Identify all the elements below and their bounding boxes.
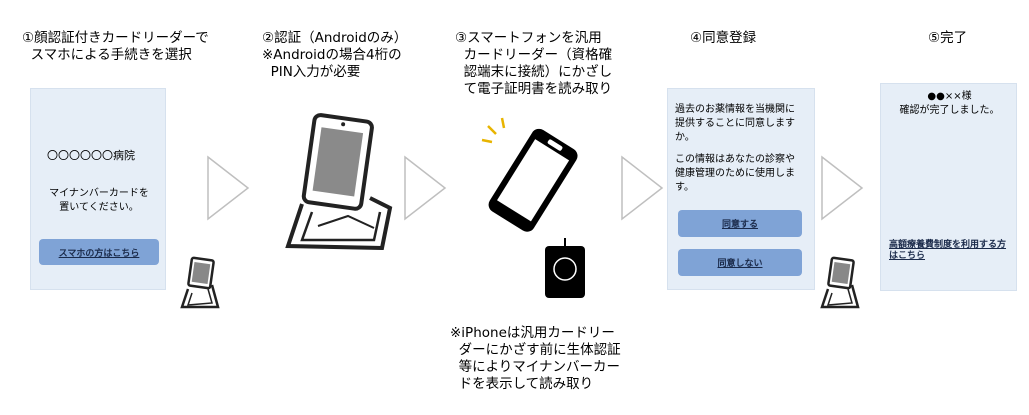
hospital-name: 〇〇〇〇〇〇病院 bbox=[47, 149, 135, 162]
high-cost-medical-link[interactable]: 高額療養費制度を利用する方 はこちら bbox=[889, 240, 1007, 261]
card-reader-small-icon bbox=[180, 256, 220, 309]
completion-screen: ●●××様 確認が完了しました。 高額療養費制度を利用する方 はこちら bbox=[880, 83, 1017, 291]
flow-arrow bbox=[821, 155, 864, 221]
flow-arrow bbox=[621, 155, 664, 221]
flow-arrow bbox=[404, 155, 447, 221]
step-1-label: ①顔認証付きカードリーダーで スマホによる手続きを選択 bbox=[22, 30, 209, 63]
disagree-button[interactable]: 同意しない bbox=[678, 249, 802, 276]
step-2-label: ②認証（Androidのみ） ※Androidの場合4桁の PIN入力が必要 bbox=[262, 30, 408, 80]
completion-message: 確認が完了しました。 bbox=[899, 105, 1000, 116]
step-5-label: ⑤完了 bbox=[928, 30, 968, 46]
card-reader-small-icon bbox=[820, 256, 860, 309]
agree-button[interactable]: 同意する bbox=[678, 210, 802, 237]
generic-card-reader-icon bbox=[545, 238, 585, 298]
step-3-label: ③スマートフォンを汎用 カードリーダー（資格確 認端末に接続）にかざし て電子証… bbox=[455, 30, 613, 97]
consent-question: 過去のお薬情報を当機関に 提供することに同意します か。 bbox=[675, 104, 795, 143]
consent-screen: 過去のお薬情報を当機関に 提供することに同意します か。 この情報はあなたの診察… bbox=[667, 88, 815, 290]
step-4-label: ④同意登録 bbox=[690, 30, 757, 46]
reader-screen-select: 〇〇〇〇〇〇病院 マイナンバーカードを 置いてください。 スマホの方はこちら bbox=[30, 88, 166, 290]
consent-usage-note: この情報はあなたの診察や 健康管理のために使用しま す。 bbox=[675, 154, 795, 193]
card-reader-large-icon bbox=[285, 113, 393, 251]
iphone-note: ※iPhoneは汎用カードリー ダーにかざす前に生体認証 等によりマイナンバーカ… bbox=[450, 325, 621, 392]
patient-name: ●●××様 bbox=[927, 91, 972, 102]
place-card-instruction: マイナンバーカードを 置いてください。 bbox=[49, 188, 149, 213]
smartphone-option-button[interactable]: スマホの方はこちら bbox=[39, 239, 159, 265]
smartphone-icon bbox=[481, 117, 578, 232]
flow-arrow bbox=[207, 155, 250, 221]
